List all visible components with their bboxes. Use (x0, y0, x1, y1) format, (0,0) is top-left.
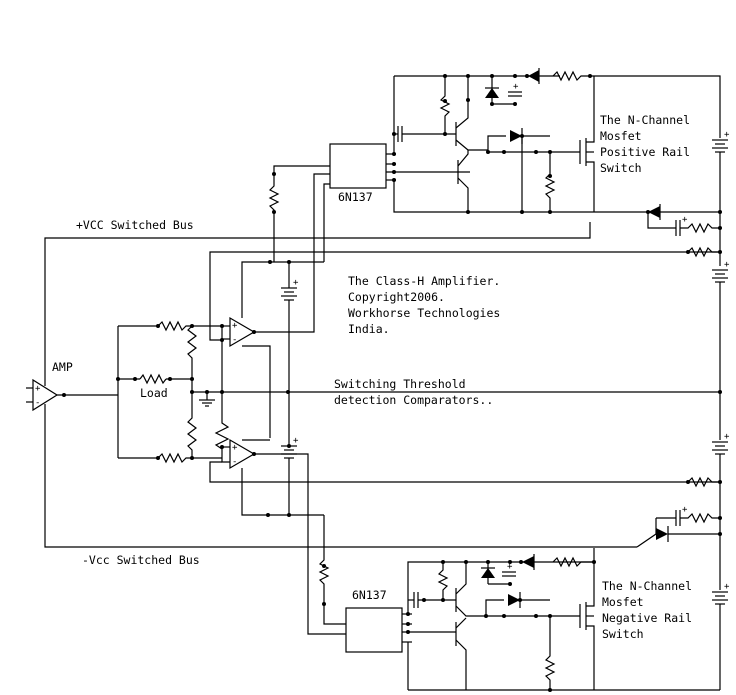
svg-text:Switch: Switch (600, 161, 642, 175)
svg-text:The N-Channel: The N-Channel (602, 579, 692, 593)
neg-switch-caption: The N-Channel Mosfet Negative Rail Switc… (602, 579, 692, 641)
svg-text:+: + (682, 505, 688, 515)
svg-text:-: - (232, 335, 237, 345)
load-label: Load (140, 386, 168, 400)
svg-text:+: + (682, 215, 688, 225)
svg-text:Mosfet: Mosfet (600, 129, 642, 143)
main-amp-opamp: + - (26, 378, 59, 412)
svg-text:The Class-H Amplifier.: The Class-H Amplifier. (348, 274, 500, 288)
svg-text:-: - (232, 457, 237, 467)
svg-text:+: + (232, 443, 238, 453)
upper-comparator: + - (229, 316, 256, 348)
ground-symbol (199, 392, 215, 407)
positive-rail-switch-circuit: + + (392, 68, 731, 392)
svg-text:+: + (35, 384, 41, 394)
svg-text:Positive Rail: Positive Rail (600, 145, 690, 159)
bottom-optocoupler-6n137 (345, 607, 456, 653)
load-resistor (139, 373, 167, 385)
svg-text:Switch: Switch (602, 627, 644, 641)
svg-text:India.: India. (348, 322, 390, 336)
opto-top-label: 6N137 (338, 190, 373, 204)
switching-label-line1: Switching Threshold (334, 377, 466, 391)
svg-text:+: + (507, 562, 513, 572)
lower-comparator: + - (229, 438, 256, 470)
opto-bottom-label: 6N137 (352, 588, 387, 602)
svg-text:The N-Channel: The N-Channel (600, 113, 690, 127)
switching-label-line2: detection Comparators.. (334, 393, 493, 407)
credits-text: The Class-H Amplifier. Copyright2006. Wo… (348, 274, 500, 336)
svg-text:Copyright2006.: Copyright2006. (348, 290, 445, 304)
pos-switch-caption: The N-Channel Mosfet Positive Rail Switc… (600, 113, 690, 175)
svg-text:+: + (232, 321, 238, 331)
svg-text:Workhorse Technologies: Workhorse Technologies (348, 306, 500, 320)
pos-bus-label: +VCC Switched Bus (76, 218, 194, 232)
comparator-negative-battery (280, 392, 300, 515)
svg-text:-: - (35, 398, 40, 408)
negative-rail-switch-circuit: + (407, 392, 731, 692)
top-optocoupler-6n137 (329, 143, 470, 189)
amp-label: AMP (52, 360, 73, 374)
svg-text:Negative Rail: Negative Rail (602, 611, 692, 625)
svg-text:Mosfet: Mosfet (602, 595, 644, 609)
svg-text:+: + (513, 82, 519, 92)
neg-bus-label: -Vcc Switched Bus (82, 553, 200, 567)
comparator-positive-battery (280, 262, 300, 392)
